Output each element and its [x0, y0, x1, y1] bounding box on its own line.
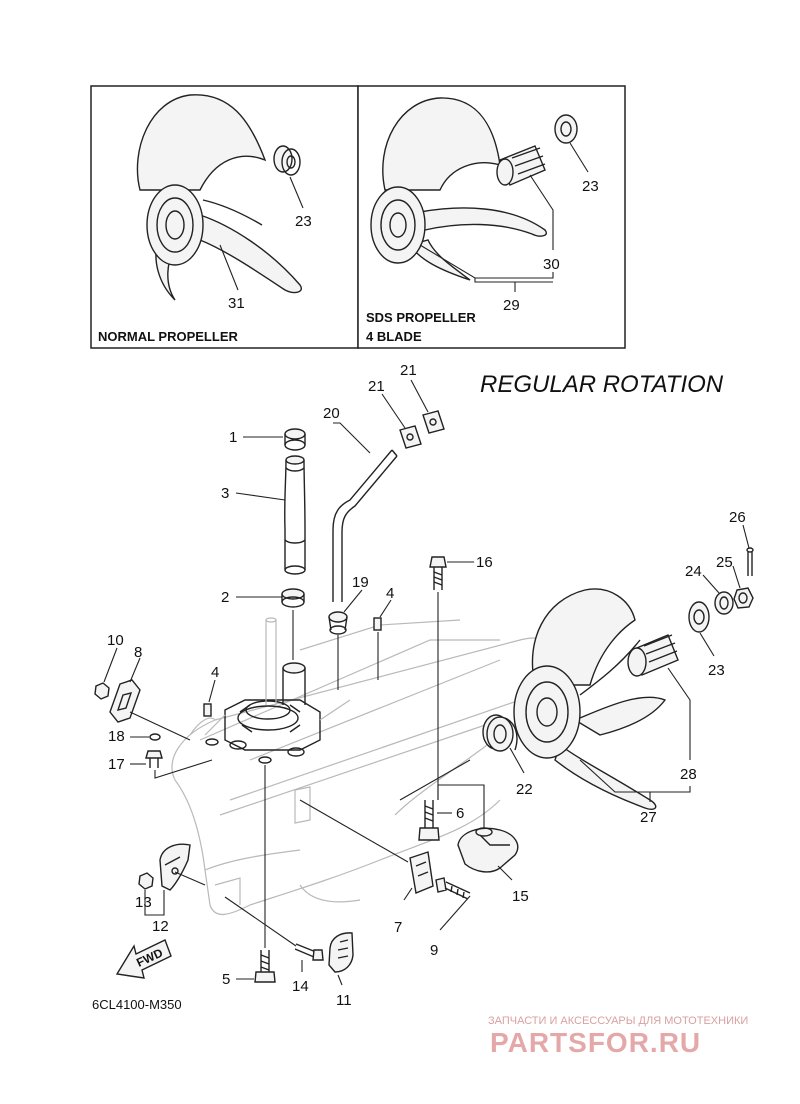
callout-30: 30	[543, 256, 560, 273]
drawing-code: 6CL4100-M350	[92, 997, 182, 1012]
callout-28: 28	[680, 766, 697, 783]
callout-29: 29	[503, 297, 520, 314]
callout-18: 18	[108, 728, 125, 745]
callout-9: 9	[430, 942, 438, 959]
inset-sds-subtitle: 4 BLADE	[366, 329, 422, 344]
inset-normal-title: NORMAL PROPELLER	[98, 329, 238, 344]
callout-3: 3	[221, 485, 229, 502]
screw-14	[294, 943, 324, 961]
callout-21: 21	[400, 362, 417, 379]
dowel-pin-4a	[373, 617, 382, 631]
callout-22: 22	[516, 781, 533, 798]
callout-21: 21	[368, 378, 385, 395]
nut-25	[733, 587, 754, 609]
dowel-pin-4b	[203, 703, 212, 717]
callout-4: 4	[386, 585, 394, 602]
callout-14: 14	[292, 978, 309, 995]
nut-13	[138, 872, 154, 890]
spacer-23-sds	[554, 114, 578, 144]
callout-5: 5	[222, 971, 230, 988]
callout-6: 6	[456, 805, 464, 822]
callout-13: 13	[135, 894, 152, 911]
callout-15: 15	[512, 888, 529, 905]
plug-7	[409, 851, 434, 894]
grommet-1	[284, 428, 306, 451]
callout-17: 17	[108, 756, 125, 773]
normal-propeller-drawing	[136, 94, 302, 301]
callout-16: 16	[476, 554, 493, 571]
water-tube-3	[284, 455, 306, 575]
anode-12	[159, 843, 191, 891]
callout-7: 7	[394, 919, 402, 936]
bolt-16	[429, 556, 447, 590]
plug-17	[145, 750, 163, 768]
bushing-30	[496, 145, 546, 186]
callout-27: 27	[640, 809, 657, 826]
callout-4: 4	[211, 664, 219, 681]
washer-24	[714, 591, 734, 615]
shift-rod-20	[332, 449, 398, 602]
sds-propeller-drawing	[370, 97, 547, 281]
callout-23: 23	[582, 178, 599, 195]
inset-sds-title: SDS PROPELLER	[366, 310, 476, 325]
inset-sds-propeller: 23 30 29 SDS PROPELLER 4 BLADE	[357, 85, 626, 349]
bolt-6	[418, 800, 440, 841]
bushing-28	[627, 634, 679, 677]
pump-housing-area	[204, 662, 351, 764]
watermark-tagline: ЗАПЧАСТИ И АКСЕССУАРЫ ДЛЯ МОТОТЕХНИКИ	[488, 1015, 748, 1027]
callout-23: 23	[295, 213, 312, 230]
callout-12: 12	[152, 918, 169, 935]
callout-8: 8	[134, 644, 142, 661]
callout-31: 31	[228, 295, 245, 312]
watermark-site: PARTSFOR.RU	[490, 1027, 701, 1058]
callout-2: 2	[221, 589, 229, 606]
trim-tab-15	[457, 827, 519, 873]
drive-shaft	[265, 617, 277, 705]
clip-21b	[422, 410, 445, 434]
diagram-title: REGULAR ROTATION	[480, 371, 724, 398]
thrust-washer-22	[482, 714, 518, 752]
callout-10: 10	[107, 632, 124, 649]
callout-1: 1	[229, 429, 237, 446]
clip-21a	[399, 425, 422, 449]
bolt-5	[254, 950, 276, 983]
spacer-23	[688, 601, 710, 633]
bushing-19	[328, 611, 348, 635]
callout-20: 20	[323, 405, 340, 422]
grommet-2	[281, 588, 305, 608]
plate-8	[109, 679, 141, 723]
callout-23: 23	[708, 662, 725, 679]
callout-19: 19	[352, 574, 369, 591]
callout-25: 25	[716, 554, 733, 571]
fwd-arrow: FWD	[115, 939, 172, 979]
washer-18	[149, 733, 161, 741]
spacer-23-normal	[273, 145, 301, 176]
watermark: ЗАПЧАСТИ И АКСЕССУАРЫ ДЛЯ МОТОТЕХНИКИ PA…	[488, 1015, 748, 1058]
inset-normal-propeller: 23 31 NORMAL PROPELLER	[90, 85, 359, 349]
callout-11: 11	[336, 992, 352, 1009]
callout-26: 26	[729, 509, 746, 526]
cover-11	[328, 932, 354, 973]
cotter-pin-26	[746, 547, 754, 576]
propeller-27	[513, 588, 667, 810]
nut-10	[94, 682, 110, 700]
callout-24: 24	[685, 563, 702, 580]
bolt-9	[435, 877, 471, 900]
